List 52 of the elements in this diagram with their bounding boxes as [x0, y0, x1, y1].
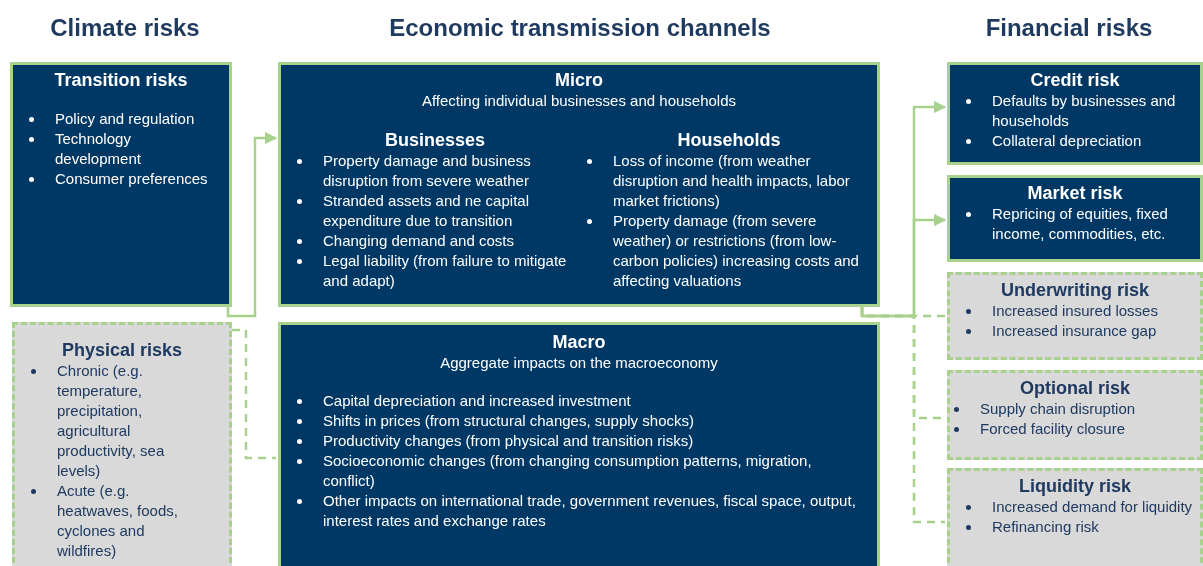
bullet-item: Property damage (from severe weather) or restrictions (from low-carbon policies) increasing costs and affecting valuations	[613, 212, 859, 289]
column-title: Climate risks	[50, 14, 200, 41]
bullet-item: Increased insurance gap	[992, 322, 1157, 339]
box-subtitle: Affecting individual businesses and households	[421, 92, 737, 109]
connector-arrow	[860, 213, 947, 318]
box-heading: Households	[677, 130, 781, 150]
box-heading: Micro	[555, 70, 603, 90]
column-title: Financial risks	[985, 14, 1153, 41]
box-heading: Transition risks	[54, 70, 188, 90]
connector-arrow	[226, 131, 278, 318]
box-heading: Underwriting risk	[1001, 280, 1149, 300]
bullet-item: Repricing of equities, fixed income, commodities, etc.	[992, 205, 1168, 242]
channel-box	[947, 175, 1203, 262]
bullet-item: Changing demand and costs	[323, 232, 514, 249]
box-heading: Macro	[552, 332, 606, 352]
bullet-item: Policy and regulation	[55, 110, 195, 127]
box-heading: Optional risk	[1020, 378, 1130, 398]
bullet-item: Consumer preferences	[55, 170, 208, 187]
channel-box	[278, 322, 880, 566]
bullet-item: Chronic (e.g. temperature, precipitation, agricultural productivity, sea levels)	[57, 362, 165, 479]
box-heading: Credit risk	[1030, 70, 1120, 90]
column-title: Economic transmission channels	[389, 14, 771, 41]
risk-box	[12, 322, 232, 566]
channel-box	[278, 62, 880, 307]
bullet-item: Collateral depreciation	[992, 132, 1142, 149]
bullet-item: Refinancing risk	[992, 518, 1099, 535]
bullet-item: Technology development	[55, 130, 141, 167]
box-heading: Market risk	[1027, 183, 1123, 203]
bullet-item: Forced facility closure	[980, 420, 1126, 437]
bullet-item: Socioeconomic changes (from changing consumption patterns, migration, conflict)	[323, 452, 812, 489]
box-heading: Liquidity risk	[1019, 476, 1131, 496]
bullet-item: Legal liability (from failure to mitigate and adapt)	[323, 252, 567, 289]
box-subtitle: Aggregate impacts on the macroeconomy	[440, 354, 718, 371]
bullet-item: Property damage and business disruption from severe weather	[323, 152, 531, 189]
bullet-item: Capital depreciation and increased investment	[323, 392, 631, 409]
risk-box	[947, 468, 1203, 566]
bullet-item: Increased insured losses	[992, 302, 1158, 319]
bullet-item: Supply chain disruption	[980, 400, 1136, 417]
risk-box	[947, 370, 1203, 460]
bullet-item: Increased demand for liquidity	[992, 498, 1193, 515]
risk-box	[947, 272, 1203, 360]
channel-box	[947, 62, 1203, 165]
bullet-item: Defaults by businesses and households	[992, 92, 1176, 129]
bullet-item: Other impacts on international trade, government revenues, fiscal space, output, interest rates and exchange rates	[323, 492, 856, 529]
bullet-item: Loss of income (from weather disruption and health impacts, labor market frictions)	[613, 152, 850, 209]
bullet-item: Stranded assets and ne capital expenditure due to transition	[323, 192, 529, 229]
bullet-item: Shifts in prices (from structural changes, supply shocks)	[323, 412, 694, 429]
channel-box	[10, 62, 232, 307]
box-heading: Physical risks	[61, 340, 183, 360]
box-heading: Businesses	[384, 130, 486, 150]
bullet-item: Productivity changes (from physical and transition risks)	[323, 432, 694, 449]
bullet-item: Acute (e.g. heatwaves, foods, cyclones and wildfires)	[57, 482, 178, 559]
